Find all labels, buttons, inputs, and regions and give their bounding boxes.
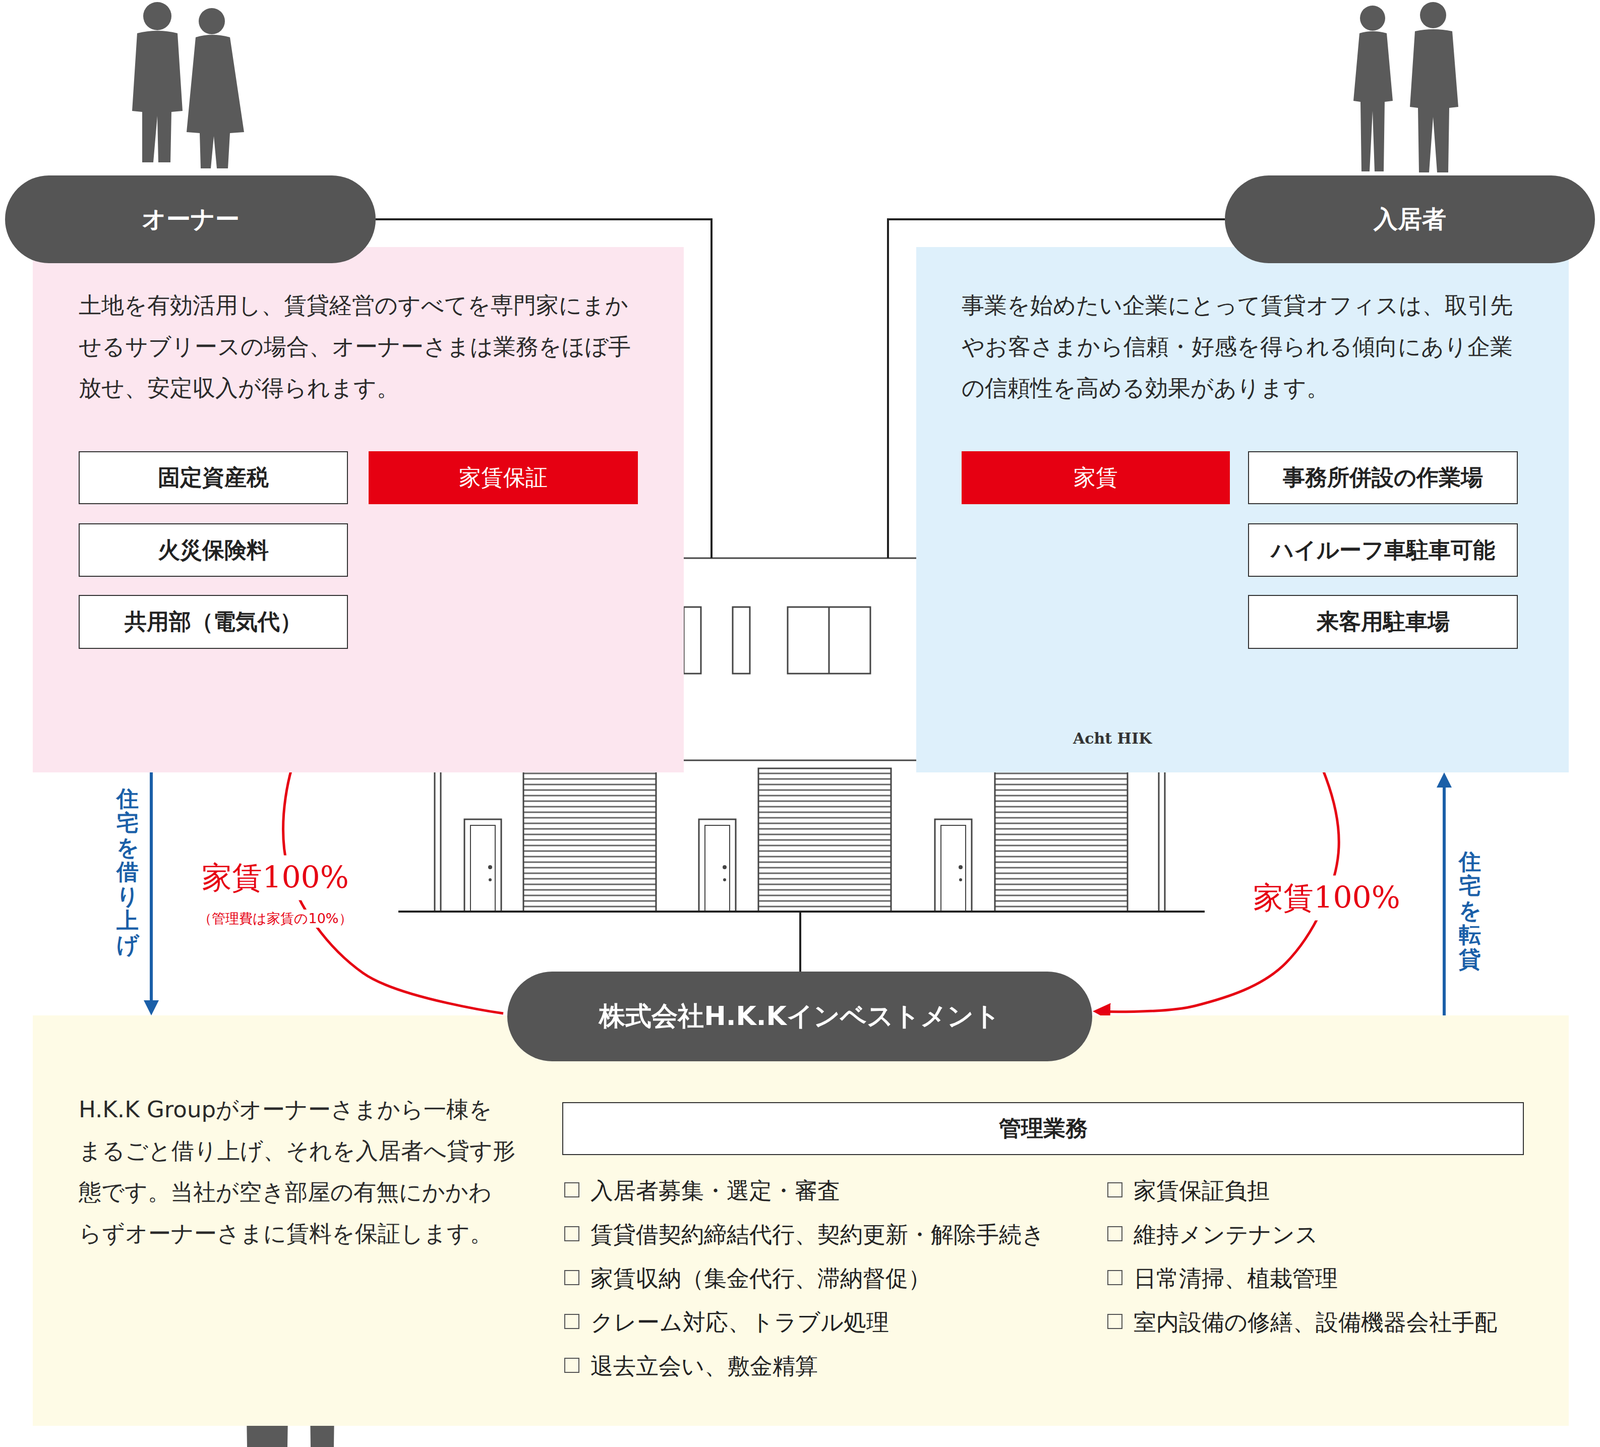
cost-box: 固定資産税	[78, 451, 348, 505]
company-pill: 株式会社H.K.Kインベストメント	[507, 971, 1093, 1062]
feature-box: 事務所併設の作業場	[1248, 451, 1518, 505]
node-text: 入居者	[1373, 203, 1447, 236]
cost-box: 家賃保証	[368, 451, 638, 505]
edge-label: 住宅を転貸	[1457, 847, 1483, 974]
feature-box: 来客用駐車場	[1248, 595, 1518, 649]
node-text: 火災保険料	[157, 535, 269, 566]
info-panel: 事業を始めたい企業にとって賃貸オフィスは、取引先 やお客さまから信頼・好感を得ら…	[916, 247, 1569, 773]
list-header-box: 管理業務	[562, 1102, 1524, 1156]
cost-box: 共用部（電気代）	[78, 595, 348, 649]
node-text: オーナー	[141, 203, 240, 236]
connector	[149, 772, 153, 1013]
node-text: 土地を有効活用し、賃貸経営のすべてを専門家にまか せるサブリースの場合、オーナー…	[78, 284, 674, 409]
node-text: 家賃保証	[458, 462, 548, 493]
node-text: 事業を始めたい企業にとって賃貸オフィスは、取引先 やお客さまから信頼・好感を得ら…	[961, 284, 1557, 409]
node-text: 固定資産税	[157, 462, 269, 493]
info-panel: 土地を有効活用し、賃貸経営のすべてを専門家にまか せるサブリースの場合、オーナー…	[32, 247, 684, 773]
node-text: 株式会社H.K.Kインベストメント	[599, 998, 1001, 1035]
edge-label: 住宅を借り上げ	[115, 784, 140, 960]
connector	[1442, 775, 1446, 1016]
cost-box: 火災保険料	[78, 523, 348, 577]
node-text: 管理業務	[998, 1113, 1088, 1144]
feature-box: ハイルーフ車駐車可能	[1248, 523, 1518, 577]
edge-label: 家賃100%	[196, 855, 354, 901]
role-pill: オーナー	[5, 175, 376, 264]
edge-label: 家賃100%	[1248, 875, 1406, 921]
node-text: Acht HIK	[429, 729, 1152, 748]
connector	[799, 911, 802, 972]
node-text: 家賃	[1073, 462, 1118, 493]
building: Acht HIK	[429, 558, 1171, 912]
node-text: ハイルーフ車駐車可能	[1271, 535, 1496, 566]
node-text: 事務所併設の作業場	[1282, 462, 1484, 493]
node-text: H.K.K Groupがオーナーさまから一棟を まるごと借り上げ、それを入居者へ…	[78, 1089, 533, 1255]
node-text: 共用部（電気代）	[124, 607, 303, 637]
node-text: 来客用駐車場	[1316, 607, 1450, 637]
role-pill: 入居者	[1224, 175, 1595, 264]
feature-box: 家賃	[961, 451, 1230, 505]
info-panel: H.K.K Groupがオーナーさまから一棟を まるごと借り上げ、それを入居者へ…	[32, 1015, 1569, 1427]
note: （管理費は家賃の10%）	[195, 909, 355, 928]
